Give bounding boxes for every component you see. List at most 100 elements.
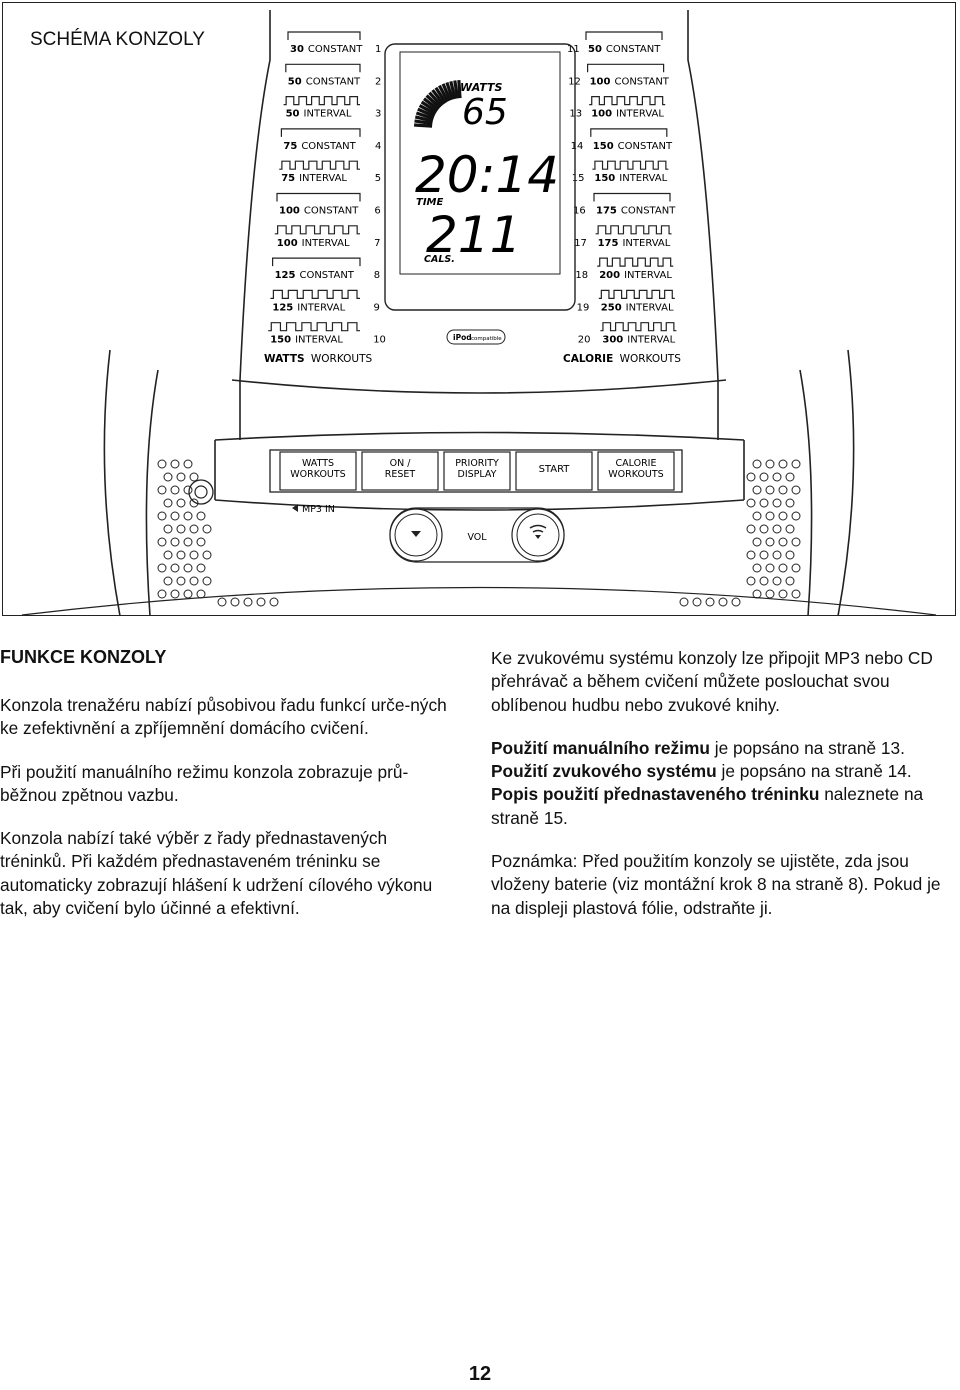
speaker-hole [718, 597, 728, 607]
gauge-segment [425, 94, 441, 109]
speaker-hole [176, 524, 186, 534]
svg-text:RESET: RESET [385, 469, 416, 480]
volume-up-button[interactable] [511, 508, 565, 562]
mp3-input-jack[interactable] [188, 479, 214, 505]
volume-down-button[interactable] [389, 508, 443, 562]
speaker-hole [746, 550, 756, 560]
workout-profile-icon [274, 225, 360, 235]
svg-text:WORKOUTS: WORKOUTS [290, 469, 345, 480]
workout-profile-icon [272, 257, 361, 267]
workout-profile-icon [276, 192, 361, 202]
volume-down-icon [411, 531, 421, 537]
speaker-hole [176, 498, 186, 508]
lcd-screen [399, 51, 561, 275]
gauge-segment [441, 83, 452, 102]
speaker-hole [202, 576, 212, 586]
speaker-hole [772, 576, 782, 586]
speaker-hole [692, 597, 702, 607]
reference-audio-system: Použití zvukového systému je popsáno na … [491, 761, 912, 782]
workout-number: 14 [571, 141, 584, 152]
svg-text:ON /: ON / [390, 458, 412, 469]
speaker-hole [157, 563, 167, 573]
on-reset-button[interactable]: ON / RESET [361, 451, 439, 491]
speaker-hole [202, 550, 212, 560]
start-button[interactable]: START [515, 451, 593, 491]
right-column: Ke zvukovému systému konzoly lze připoji… [491, 647, 951, 940]
speaker-hole [163, 498, 173, 508]
left-column: Konzola trenažéru nabízí působivou řadu … [0, 694, 455, 940]
workout-profile-icon [270, 289, 360, 299]
gauge-segment [431, 89, 445, 106]
priority-display-button[interactable]: PRIORITY DISPLAY [443, 451, 511, 491]
speaker-hole [157, 485, 167, 495]
workout-profile-icon [595, 225, 672, 235]
speaker-hole [746, 498, 756, 508]
time-display-value: 20:14 [415, 146, 559, 204]
speaker-hole [759, 550, 769, 560]
speaker-hole [746, 524, 756, 534]
volume-up-icon [535, 535, 541, 539]
speaker-hole [752, 537, 762, 547]
svg-text:START: START [539, 464, 571, 475]
speaker-hole [256, 597, 266, 607]
gauge-segment [428, 91, 443, 108]
workout-profile-icon [283, 96, 360, 106]
workout-profile-icon [600, 322, 677, 332]
speaker-hole [765, 459, 775, 469]
speaker-hole [163, 576, 173, 586]
speaker-hole [778, 511, 788, 521]
page-references: Použití manuálního režimu je popsáno na … [491, 737, 951, 830]
speaker-hole [189, 550, 199, 560]
workout-profile-icon [268, 322, 360, 332]
speaker-hole [163, 524, 173, 534]
speaker-hole [772, 524, 782, 534]
gauge-segment [445, 81, 455, 101]
speaker-hole [176, 576, 186, 586]
workout-profile-icon [598, 289, 675, 299]
gauge-segment [418, 104, 437, 116]
calorie-workouts-button[interactable]: CALORIE WORKOUTS [597, 451, 675, 491]
mp3-arrow-icon [292, 504, 298, 512]
speaker-hole [759, 576, 769, 586]
speaker-hole [217, 597, 227, 607]
speaker-hole [183, 589, 193, 599]
gauge-segment [434, 86, 448, 104]
speaker-hole [752, 459, 762, 469]
calorie-workouts-label: CALORIE WORKOUTS [563, 353, 681, 365]
speaker-hole [731, 597, 741, 607]
paragraph-intro: Konzola trenažéru nabízí působivou řadu … [0, 695, 447, 739]
watts-workouts-button[interactable]: WATTS WORKOUTS [279, 451, 357, 491]
speaker-hole [778, 537, 788, 547]
speaker-hole [778, 485, 788, 495]
workout-profile-icon [589, 96, 666, 106]
speaker-hole [752, 511, 762, 521]
speaker-hole [183, 511, 193, 521]
speaker-hole [772, 498, 782, 508]
workout-number: 2 [375, 76, 381, 87]
speaker-hole [170, 485, 180, 495]
workout-number: 3 [375, 109, 381, 120]
volume-label: VOL [467, 532, 487, 543]
svg-text:PRIORITY: PRIORITY [455, 458, 499, 469]
workout-number: 4 [375, 141, 381, 152]
speaker-hole [157, 459, 167, 469]
svg-text:WORKOUTS: WORKOUTS [608, 469, 663, 480]
speaker-hole [170, 459, 180, 469]
speaker-hole [170, 511, 180, 521]
speaker-hole [196, 589, 206, 599]
lcd-display-bezel [384, 43, 576, 311]
